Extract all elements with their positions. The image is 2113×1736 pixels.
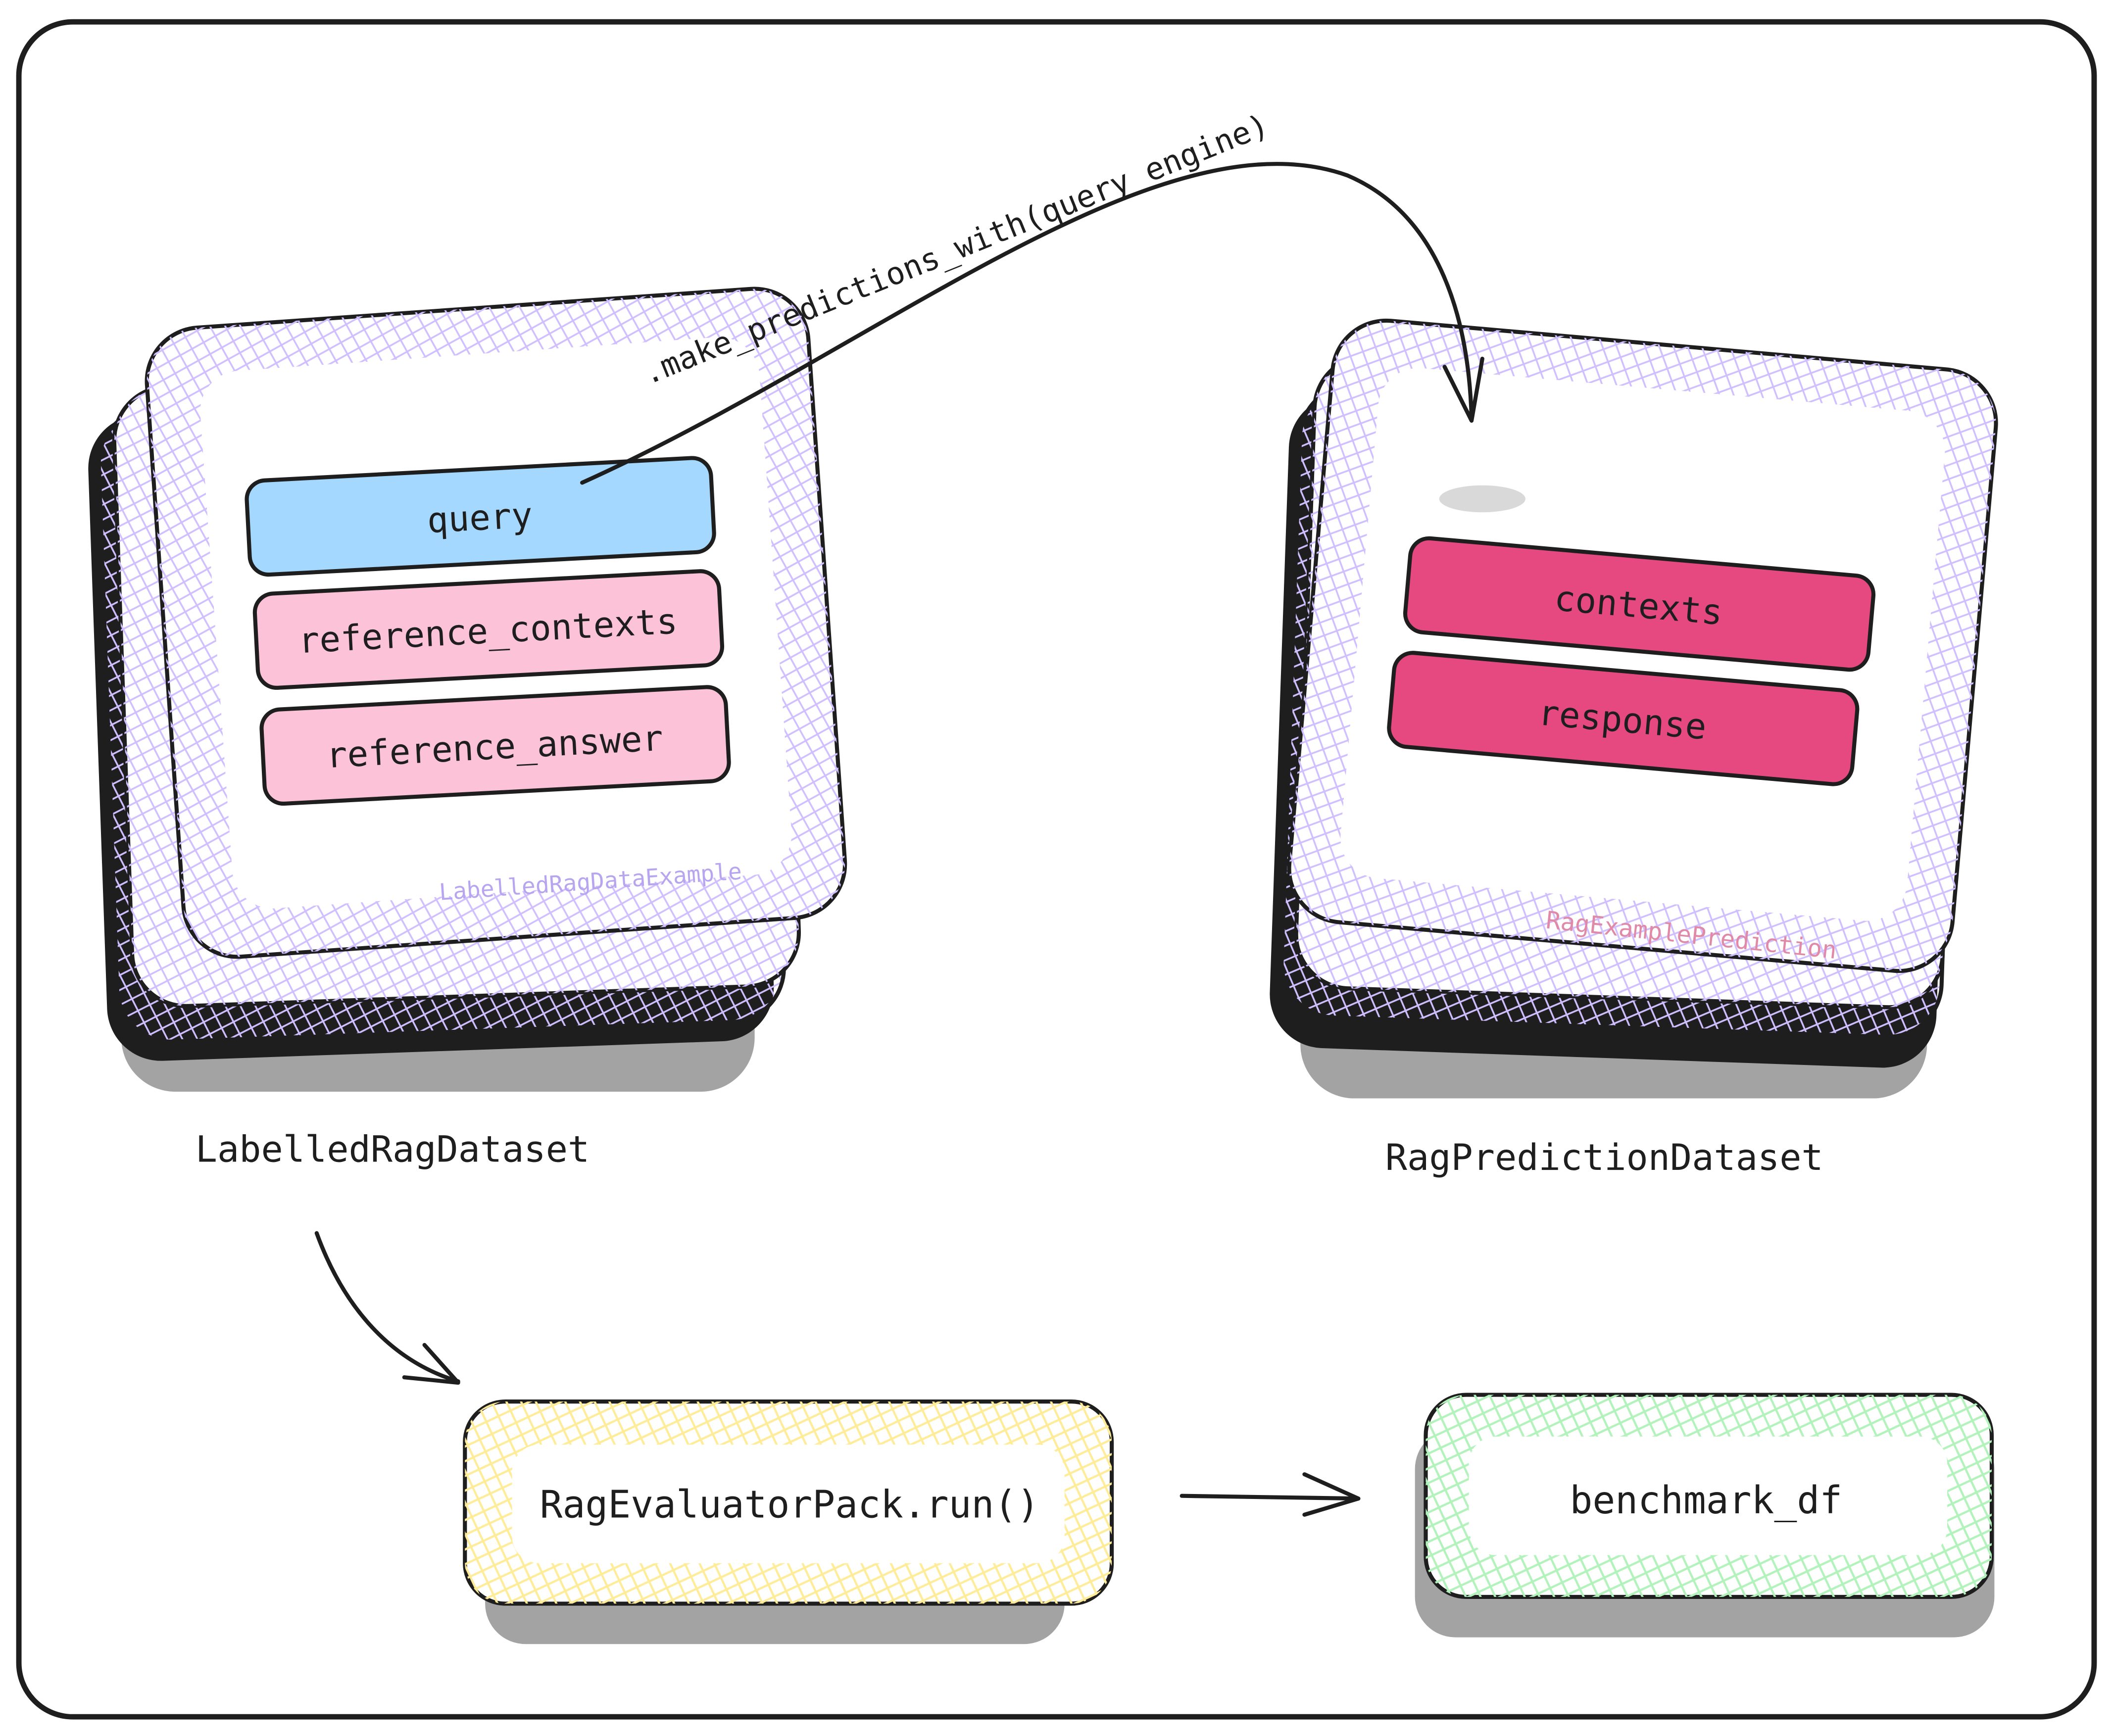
labelled-rag-dataset-stack: query reference_contexts reference_answe… [88, 287, 847, 1092]
field-contexts [1403, 536, 1876, 672]
evaluator-to-output-arrow [1179, 1472, 1361, 1517]
field-reference-contexts [252, 569, 725, 690]
make-predictions-arrow [580, 162, 1484, 485]
field-query [245, 456, 716, 577]
dataset-to-evaluator-arrow [314, 1231, 460, 1385]
field-query-label: query [426, 494, 534, 541]
rag-evaluator-pack-box: RagEvaluatorPack.run() [463, 1399, 1114, 1644]
rag-evaluator-pack-label: RagEvaluatorPack.run() [540, 1482, 1040, 1526]
placeholder-blob [1439, 485, 1525, 513]
benchmark-df-label: benchmark_df [1570, 1478, 1842, 1522]
rag-prediction-dataset-stack: contexts response RagExamplePrediction [1270, 318, 1998, 1099]
labelled-rag-dataset-label: LabelledRagDataset [196, 1129, 590, 1171]
field-response [1387, 651, 1860, 786]
rag-prediction-dataset-label: RagPredictionDataset [1385, 1137, 1823, 1179]
field-reference-answer [259, 685, 731, 806]
benchmark-df-box: benchmark_df [1415, 1393, 1995, 1638]
